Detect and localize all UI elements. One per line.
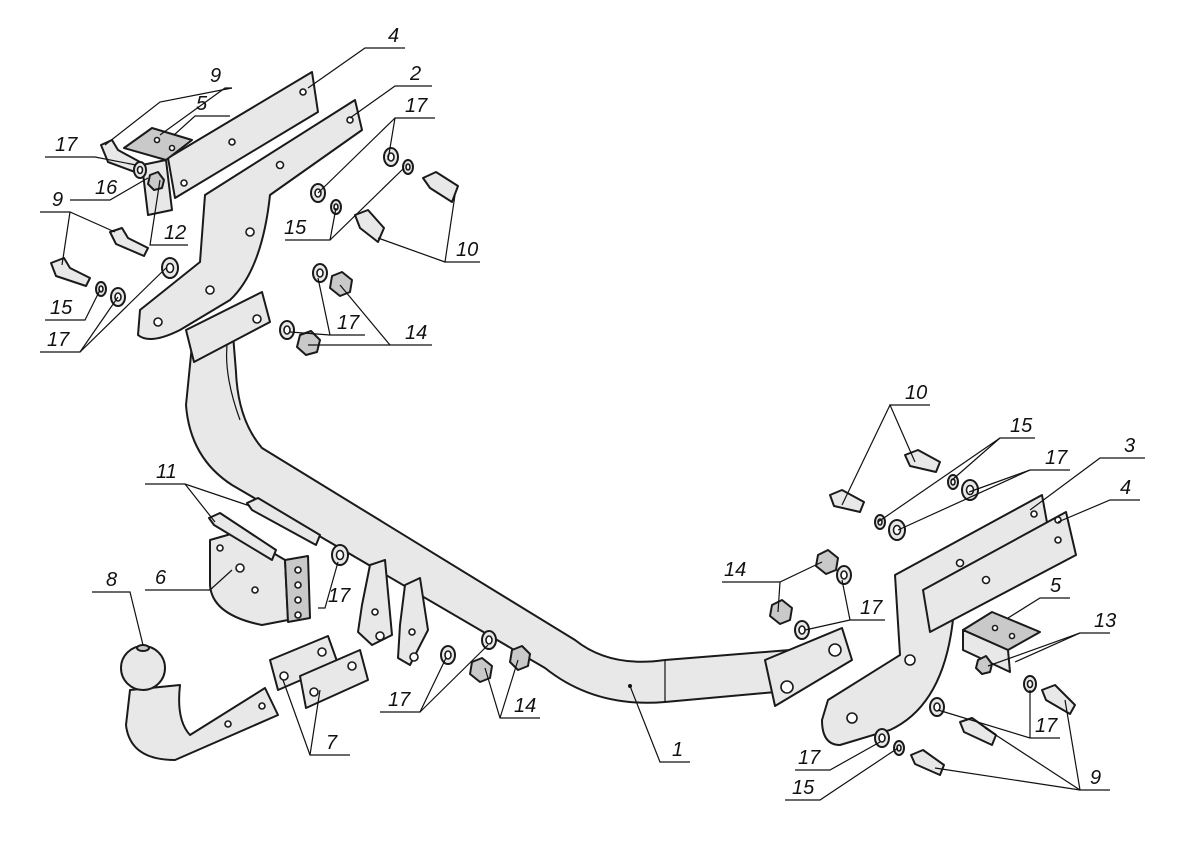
callout-15-bottom: 15 bbox=[792, 777, 815, 799]
right-angle-bracket-5 bbox=[962, 611, 1041, 673]
callout-17-socket: 17 bbox=[328, 585, 351, 607]
callout-1: 1 bbox=[672, 739, 683, 761]
right-mounting-plate-4 bbox=[922, 511, 1077, 633]
callout-2: 2 bbox=[409, 63, 421, 85]
callout-14-bottom: 14 bbox=[514, 695, 536, 717]
callout-15-right: 15 bbox=[1010, 415, 1033, 437]
callout-4-right: 4 bbox=[1120, 477, 1131, 499]
callout-17-top: 17 bbox=[405, 95, 428, 117]
callout-14-top: 14 bbox=[405, 322, 427, 344]
callout-17-mid: 17 bbox=[337, 312, 360, 334]
callout-9-left: 9 bbox=[52, 189, 63, 211]
nuts bbox=[147, 171, 993, 683]
callout-17-left: 17 bbox=[47, 329, 70, 351]
tube-left-end-plate bbox=[185, 291, 271, 363]
spacer-plates-7 bbox=[269, 635, 369, 709]
callout-4-left: 4 bbox=[388, 25, 399, 47]
callout-7: 7 bbox=[326, 732, 338, 754]
callout-9-top: 9 bbox=[210, 65, 221, 87]
callout-17-right-mid: 17 bbox=[860, 597, 883, 619]
callout-17-right-low: 17 bbox=[1035, 715, 1058, 737]
callout-15-top: 15 bbox=[284, 217, 307, 239]
callout-6: 6 bbox=[155, 567, 167, 589]
callout-10-right: 10 bbox=[905, 382, 927, 404]
left-mounting-bracket-2 bbox=[137, 99, 363, 340]
callout-8: 8 bbox=[106, 569, 117, 591]
callout-10-left: 10 bbox=[456, 239, 478, 261]
callout-13: 13 bbox=[1094, 610, 1116, 632]
callout-17-bottom: 17 bbox=[388, 689, 411, 711]
tow-ball-8 bbox=[120, 644, 279, 761]
callout-5-left: 5 bbox=[196, 93, 208, 115]
callout-17-topleft: 17 bbox=[55, 134, 78, 156]
callout-9-right: 9 bbox=[1090, 767, 1101, 789]
tube-lug-brackets bbox=[357, 559, 429, 666]
callout-5-right: 5 bbox=[1050, 575, 1062, 597]
left-mounting-plate-4 bbox=[167, 71, 319, 199]
callout-12: 12 bbox=[164, 222, 186, 244]
tube-right-end-plate bbox=[764, 627, 853, 707]
callout-17-bottom-right: 17 bbox=[798, 747, 821, 769]
callout-3: 3 bbox=[1124, 435, 1135, 457]
callout-11: 11 bbox=[156, 461, 177, 483]
callout-17-right-top: 17 bbox=[1045, 447, 1068, 469]
leader-lines bbox=[40, 47, 1145, 801]
callout-15-left: 15 bbox=[50, 297, 73, 319]
callout-16: 16 bbox=[95, 177, 118, 199]
callout-14-right: 14 bbox=[724, 559, 746, 581]
callout-labels: 1 2 3 4 4 5 5 6 7 8 9 9 9 10 10 11 12 13… bbox=[47, 25, 1135, 799]
